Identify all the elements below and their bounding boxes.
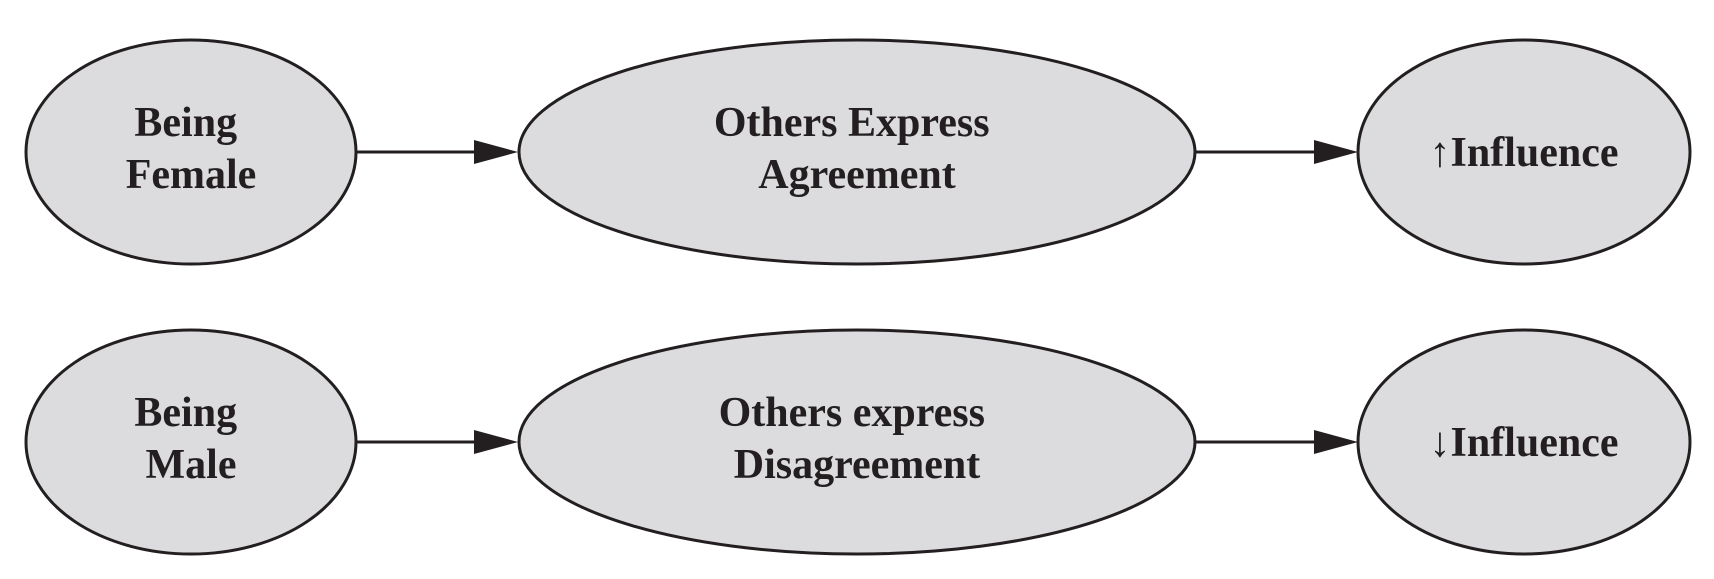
node-others-express-agreement: Others Express Agreement xyxy=(517,38,1197,266)
row-2: Being Male Others express Disagreement ↓… xyxy=(24,328,1692,556)
node-agreement-line-2: Agreement xyxy=(758,152,955,198)
node-influence-down-label: Influence xyxy=(1451,420,1619,466)
node-disagreement-line-1: Others express xyxy=(719,390,985,436)
node-influence-up-label: Influence xyxy=(1451,130,1619,176)
node-being-female: Being Female xyxy=(24,38,358,266)
arrow-disagreement-to-influence-down xyxy=(1195,430,1358,454)
node-influence-up: ↑Influence xyxy=(1356,38,1692,266)
up-arrow-icon: ↑ xyxy=(1430,130,1451,176)
node-being-female-line-2: Female xyxy=(126,152,257,198)
node-being-male: Being Male xyxy=(24,328,358,556)
node-being-female-line-1: Being xyxy=(134,100,237,146)
node-influence-down: ↓Influence xyxy=(1356,328,1692,556)
svg-text:Others express Disagre: Others express Disagreement xyxy=(719,390,996,488)
down-arrow-icon: ↓ xyxy=(1430,420,1451,466)
svg-text:Being Male: Being Male xyxy=(134,390,247,488)
node-being-male-line-2: Male xyxy=(146,442,237,488)
arrow-agreement-to-influence-up xyxy=(1195,140,1358,164)
arrow-female-to-agreement xyxy=(356,140,518,164)
row-1: Being Female Others Express Agreement ↑I… xyxy=(24,38,1692,266)
node-others-express-disagreement: Others express Disagreement xyxy=(517,328,1197,556)
svg-text:↑Influence: ↑Influence xyxy=(1430,130,1619,176)
svg-text:Being Female: Being Female xyxy=(126,100,257,198)
svg-text:Others Express Agreeme: Others Express Agreement xyxy=(714,100,1000,198)
arrow-male-to-disagreement xyxy=(356,430,518,454)
node-being-male-line-1: Being xyxy=(134,390,237,436)
node-agreement-line-1: Others Express xyxy=(714,100,990,146)
svg-text:↓Influence: ↓Influence xyxy=(1430,420,1619,466)
node-disagreement-line-2: Disagreement xyxy=(734,442,980,488)
